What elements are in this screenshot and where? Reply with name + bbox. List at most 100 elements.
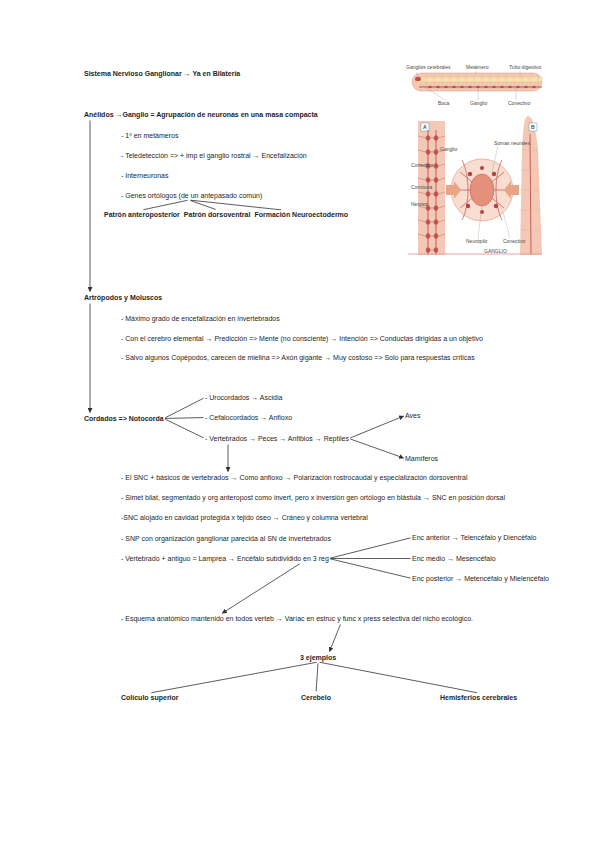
note-text: Enc posterior → Metencéfalo y Mielencéfa… <box>412 574 549 583</box>
connector <box>143 200 187 209</box>
note-item: - Máximo grado de encefalización en inve… <box>121 314 280 323</box>
connector <box>222 564 299 613</box>
note-item: Anélidos →Ganglio = Agrupación de neuron… <box>84 110 318 119</box>
figure-label: Comisura <box>411 184 432 190</box>
note-item: Hemisferios cerebrales <box>440 693 517 702</box>
note-text: - Vertebrados → Peces → Anfibios → Repti… <box>205 434 349 443</box>
figure-label: Ganglios cerebrales <box>406 64 450 70</box>
note-item: Enc posterior → Metencéfalo y Mielencéfa… <box>412 574 549 583</box>
figure-label: Tubo digestivo <box>509 64 541 70</box>
note-text: - SNP con organización ganglionar pareci… <box>121 534 331 543</box>
connector <box>330 558 410 559</box>
note-item: Aves <box>405 411 420 420</box>
figure-label: B <box>531 124 535 130</box>
page-heading: Sistema Nervioso Ganglionar → Ya en Bila… <box>84 69 240 78</box>
note-item: Artrópodos y Moluscos <box>84 293 162 302</box>
note-text: Enc medio → Mesencéfalo <box>412 554 496 563</box>
note-item: - Vertebrado + antiguo = Lamprea → Encéf… <box>121 554 329 563</box>
figure-label: Ganglio <box>470 100 487 106</box>
note-text: - Urocordados → Ascidia <box>205 393 282 402</box>
connector <box>151 662 316 692</box>
note-item: - Genes ortólogos (de un antepasado comú… <box>121 191 262 200</box>
connector <box>316 663 318 691</box>
note-item: - Vertebrados → Peces → Anfibios → Repti… <box>205 434 349 443</box>
note-text: Mamíferos <box>405 454 438 463</box>
note-item: Enc medio → Mesencéfalo <box>412 554 496 563</box>
figure-label: Conectivo <box>503 238 525 244</box>
connector <box>350 439 403 458</box>
note-item: Enc anterior → Telencéfalo y Diencéfalo <box>412 533 536 542</box>
note-item: Cordados => Notocorda <box>84 414 164 423</box>
note-text: Cerebelo <box>301 693 331 702</box>
note-item: Colículo superior <box>121 693 179 702</box>
note-text: Cordados => Notocorda <box>84 414 164 423</box>
note-item: - Salvo algunos Copépodos, carecen de mi… <box>121 353 475 362</box>
note-text: - Con el cerebro elemental → Predicción … <box>121 334 483 343</box>
connector <box>165 398 204 418</box>
note-text: Enc anterior → Telencéfalo y Diencéfalo <box>412 533 536 542</box>
connector <box>330 538 410 558</box>
note-text: - Esquema anatómico mantenido en todos v… <box>121 614 473 623</box>
note-item: -SNC alojado en cavidad protegida x teji… <box>121 513 368 522</box>
figure-label: Nervios <box>411 201 428 207</box>
note-item: Cerebelo <box>301 693 331 702</box>
figure-label: Metámero <box>466 64 489 70</box>
connector <box>350 416 403 438</box>
figure-label: Conectivo <box>508 100 530 106</box>
figure-label: GANGLIO <box>484 248 507 254</box>
note-text: - Interneuronas <box>121 171 168 180</box>
note-item: - Teledetección => + imp el ganglio rost… <box>121 151 307 160</box>
note-item: - El SNC + básicos de vertebrados → Como… <box>121 473 467 482</box>
connector <box>330 624 341 651</box>
figure-label: Boca <box>438 100 449 106</box>
note-text: - El SNC + básicos de vertebrados → Como… <box>121 473 467 482</box>
note-item: - Con el cerebro elemental → Predicción … <box>121 334 483 343</box>
note-text: Patrón dorsoventral <box>184 210 251 219</box>
note-item: - Simet bilat, segmentado y org anteropo… <box>121 493 505 502</box>
note-item: Formación Neuroectodermo <box>254 210 348 219</box>
note-item: 3 ejemplos <box>300 653 336 662</box>
note-text: 3 ejemplos <box>300 653 336 662</box>
connector <box>165 419 204 438</box>
note-text: - Teledetección => + imp el ganglio rost… <box>121 151 307 160</box>
note-text: - Genes ortólogos (de un antepasado comú… <box>121 191 262 200</box>
figure-label: A <box>423 124 427 130</box>
note-item: - Urocordados → Ascidia <box>205 393 282 402</box>
connector <box>165 417 203 419</box>
connector <box>90 121 91 292</box>
note-text: - Máximo grado de encefalización en inve… <box>121 314 280 323</box>
figure-label: Somas neurales <box>494 140 530 146</box>
note-text: Anélidos →Ganglio = Agrupación de neuron… <box>84 110 318 119</box>
note-item: - Esquema anatómico mantenido en todos v… <box>121 614 473 623</box>
note-text: - Simet bilat, segmentado y org anteropo… <box>121 493 505 502</box>
note-item: - Cefalocordados → Anfioxo <box>205 413 292 422</box>
note-text: -SNC alojado en cavidad protegida x teji… <box>121 513 368 522</box>
note-text: Formación Neuroectodermo <box>254 210 348 219</box>
connector <box>90 304 91 413</box>
note-item: - 1º en metámeros <box>121 131 178 140</box>
note-item: Patrón anteroposterior <box>104 210 180 219</box>
connector <box>330 559 410 578</box>
note-text: - Salvo algunos Copépodos, carecen de mi… <box>121 353 475 362</box>
note-text: Aves <box>405 411 420 420</box>
note-text: Patrón anteroposterior <box>104 210 180 219</box>
note-item: - Interneuronas <box>121 171 168 180</box>
figure-label: Neurópilo <box>466 238 487 244</box>
note-text: Artrópodos y Moluscos <box>84 293 162 302</box>
connector <box>228 445 229 472</box>
note-text: Hemisferios cerebrales <box>440 693 517 702</box>
note-item: Mamíferos <box>405 454 438 463</box>
figure-label: Ganglio <box>440 146 457 152</box>
note-text: - 1º en metámeros <box>121 131 178 140</box>
note-text: Colículo superior <box>121 693 179 702</box>
connector <box>320 662 477 692</box>
note-text: - Vertebrado + antiguo = Lamprea → Encéf… <box>121 554 329 563</box>
note-item: - SNP con organización ganglionar pareci… <box>121 534 331 543</box>
connector <box>190 201 215 210</box>
connector <box>190 200 281 210</box>
note-item: Patrón dorsoventral <box>184 210 251 219</box>
figure-label: Conectivo <box>411 162 433 168</box>
